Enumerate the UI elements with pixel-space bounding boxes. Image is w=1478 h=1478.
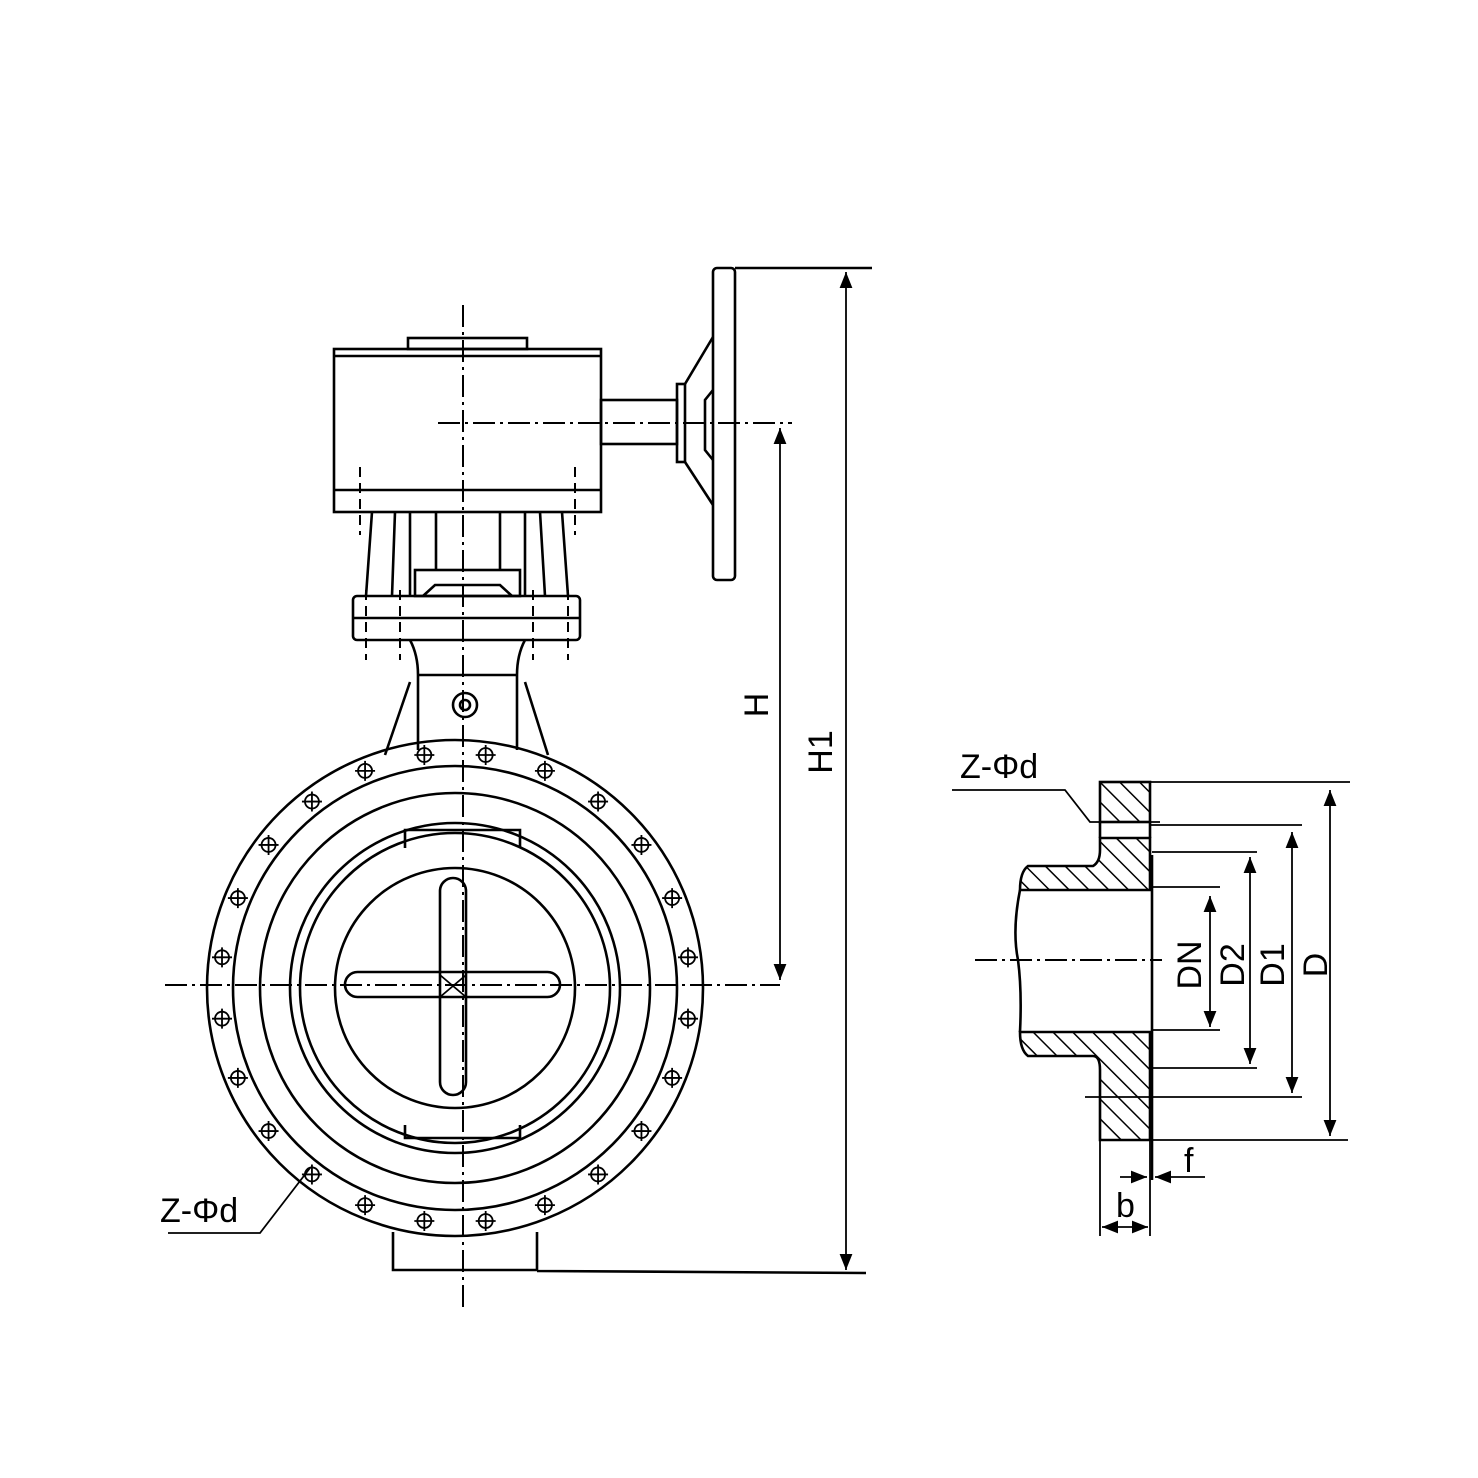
dim-dn-label: DN	[1171, 940, 1209, 989]
bolt-hole	[662, 888, 683, 909]
bolt-hole	[534, 1195, 555, 1216]
bolt-hole	[475, 745, 496, 766]
bolt-hole	[631, 834, 652, 855]
dim-h1-label: H1	[802, 730, 840, 773]
bolt-hole	[588, 1164, 609, 1185]
bolt-callout-label: Z-Φd	[160, 1192, 238, 1230]
disc-rib-vertical	[438, 876, 468, 1097]
bolt-hole	[677, 1008, 698, 1029]
valve-neck	[383, 639, 550, 756]
dim-d2-label: D2	[1214, 943, 1252, 986]
yoke	[351, 511, 582, 660]
dim-b-label: b	[1116, 1187, 1135, 1225]
dim-d1-label: D1	[1254, 943, 1292, 986]
bottom-boss	[391, 1232, 867, 1275]
gearbox	[332, 336, 603, 535]
bolt-hole	[258, 1121, 279, 1142]
bolt-hole	[301, 791, 322, 812]
bolt-holes	[212, 745, 698, 1231]
bolt-hole	[355, 1195, 376, 1216]
bolt-hole	[534, 760, 555, 781]
bolt-hole	[227, 888, 248, 909]
bolt-hole	[414, 745, 435, 766]
valve-body	[205, 738, 705, 1238]
dim-f-label: f	[1184, 1142, 1194, 1180]
bolt-callout-leader	[168, 1167, 311, 1234]
dim-h-label: H	[738, 693, 776, 718]
dim-d-label: D	[1297, 953, 1335, 978]
bolt-hole	[212, 947, 233, 968]
bolt-hole	[677, 947, 698, 968]
main-valve-view: H H1 Z-Φd	[160, 266, 872, 1312]
bolt-hole	[414, 1210, 435, 1231]
bolt-hole	[355, 760, 376, 781]
bolt-hole	[212, 1008, 233, 1029]
bolt-hole	[631, 1121, 652, 1142]
bolt-hole	[258, 834, 279, 855]
bolt-hole	[662, 1067, 683, 1088]
bolt-hole	[227, 1067, 248, 1088]
flange-section-view: DN D2 D1 D b f Z-Φd	[952, 748, 1350, 1236]
bolt-hole	[475, 1210, 496, 1231]
section-bolt-callout-label: Z-Φd	[960, 748, 1038, 786]
bolt-hole	[588, 791, 609, 812]
